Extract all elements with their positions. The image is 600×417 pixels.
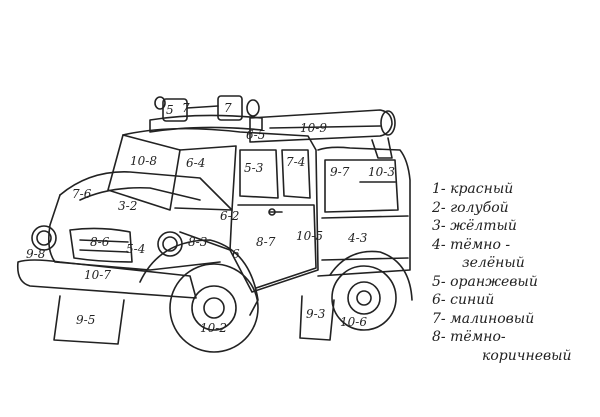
label-rear-panel-corner: 10-3 <box>368 165 395 179</box>
label-front-mudflap: 9-5 <box>76 313 95 327</box>
label-cab-mid: 6-2 <box>220 209 239 223</box>
label-front-wheel-arch: 8-3 <box>188 235 208 249</box>
label-hood: 3-2 <box>118 199 137 213</box>
label-ladder: 10-9 <box>300 121 327 135</box>
label-door: 8-7 <box>256 235 276 249</box>
legend-item-4: 4- тёмно - <box>432 236 511 253</box>
legend-item-4-cont: зелёный <box>462 255 525 271</box>
legend-item-7: 7- малиновый <box>432 310 535 327</box>
label-body-side: 4-3 <box>347 231 368 245</box>
label-windshield: 6-4 <box>186 156 205 170</box>
label-fender-top: 7-6 <box>72 187 92 201</box>
roof-lights <box>149 95 263 133</box>
label-front-bumper-left: 9-8 <box>26 247 46 261</box>
label-siren-right: 7 <box>224 101 232 115</box>
label-cab-roof: 10-8 <box>130 154 157 168</box>
legend-item-6: 6- синий <box>432 292 495 308</box>
label-side-window: 5-3 <box>244 161 264 175</box>
label-bumper: 10-7 <box>84 268 111 282</box>
front-wheel <box>53 239 259 353</box>
bumper <box>16 259 197 299</box>
label-rear-wheel-step: 9-3 <box>306 307 326 321</box>
legend-item-2: 2- голубой <box>432 199 509 216</box>
legend-item-1: 1- красный <box>432 181 514 197</box>
label-headlight-side: 5-4 <box>126 242 145 256</box>
headlights <box>31 225 183 257</box>
label-siren-mid: 7 <box>182 101 190 115</box>
legend-item-8: 8- тёмно- <box>432 329 506 345</box>
region-labels: 5 7 7 10-9 6-5 10-8 6-4 5-3 7-4 9-7 10-3… <box>26 101 395 335</box>
color-legend: 1- красный 2- голубой 3- жёлтый 4- тёмно… <box>432 180 572 365</box>
ladder <box>249 109 396 159</box>
label-grille: 8-6 <box>90 235 110 249</box>
label-rear-panel-top: 9-7 <box>330 165 350 179</box>
legend-item-5: 5- оранжевый <box>432 273 538 290</box>
legend-item-8-cont: коричневый <box>482 347 572 364</box>
label-door-right: 10-5 <box>296 229 323 243</box>
label-door-window: 7-4 <box>286 155 305 169</box>
label-ladder-support: 6-5 <box>246 128 265 142</box>
label-rear-wheel-hub: 10-6 <box>340 315 367 329</box>
rear-wheel <box>299 250 413 341</box>
label-arch-small: 6 <box>232 247 240 261</box>
legend-item-3: 3- жёлтый <box>432 218 517 234</box>
label-front-wheel-hub: 10-2 <box>200 321 227 335</box>
label-siren-left: 5 <box>166 103 174 117</box>
